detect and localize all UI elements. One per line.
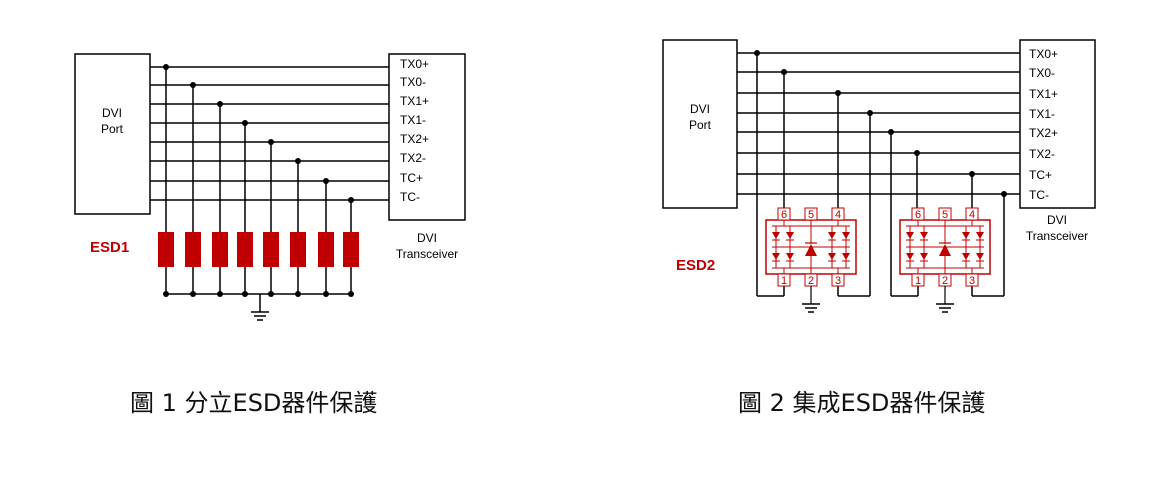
chip-pin-number: 2 <box>942 275 948 287</box>
signal-label-2: TX1- <box>1029 107 1055 121</box>
signal-label-2: TC+ <box>1029 168 1052 182</box>
chip-pin-number: 6 <box>915 209 921 221</box>
dvi-transceiver-box <box>388 53 466 221</box>
signal-label: TX0- <box>400 75 426 89</box>
signal-label-2: TX2+ <box>1029 126 1058 140</box>
signal-label-2: TX0- <box>1029 66 1055 80</box>
diode-triangle <box>842 253 850 260</box>
esd-diode <box>237 232 253 267</box>
diode-triangle <box>976 253 984 260</box>
diode-triangle <box>842 232 850 239</box>
dvi-port-box <box>74 53 151 215</box>
figure-2-caption: 圖 2 集成ESD器件保護 <box>738 389 986 417</box>
dvi-port-2-label-line1: DVI <box>690 102 710 116</box>
esd-diode <box>212 232 228 267</box>
signal-label: TX2- <box>400 151 426 165</box>
diode-triangle <box>906 253 914 260</box>
signal-label: TX1+ <box>400 94 429 108</box>
ground-symbol <box>251 311 269 321</box>
transceiver-2-label-line1: DVI <box>1047 213 1067 227</box>
transceiver-2-label-line2: Transceiver <box>1026 229 1088 243</box>
esd-diode <box>290 232 306 267</box>
zener-diode <box>805 244 817 256</box>
dvi-port-label-line2: Port <box>101 122 124 136</box>
diode-triangle <box>962 232 970 239</box>
diode-triangle <box>772 253 780 260</box>
dvi-transceiver-box-2 <box>1019 39 1096 209</box>
diode-triangle <box>786 232 794 239</box>
chip-pin-number: 5 <box>808 209 814 221</box>
diode-triangle <box>828 232 836 239</box>
chip-pin-number: 5 <box>942 209 948 221</box>
transceiver-label-line2: Transceiver <box>396 247 458 261</box>
transceiver-label-line1: DVI <box>417 231 437 245</box>
chip-pin-number: 4 <box>835 209 841 221</box>
signal-label: TC- <box>400 190 420 204</box>
figure-1-schematic: DVI Port TX0+TX0-TX1+TX1-TX2+TX2-TC+TC- … <box>74 53 466 321</box>
figure-2-schematic: DVI Port TX0+TX0-TX1+TX1-TX2+TX2-TC+TC- … <box>662 39 1096 313</box>
ground-symbol <box>802 303 820 313</box>
figure-1-caption: 圖 1 分立ESD器件保護 <box>130 389 378 417</box>
diode-triangle <box>962 253 970 260</box>
signal-label: TX0+ <box>400 57 429 71</box>
diode-triangle <box>786 253 794 260</box>
ground-symbol <box>936 303 954 313</box>
diode-triangle <box>828 253 836 260</box>
signal-label: TX2+ <box>400 132 429 146</box>
esd1-label: ESD1 <box>90 239 129 256</box>
signal-label-2: TX1+ <box>1029 87 1058 101</box>
signal-label-2: TX0+ <box>1029 47 1058 61</box>
esd-diode <box>318 232 334 267</box>
esd-diode <box>185 232 201 267</box>
chip-pin-number: 2 <box>808 275 814 287</box>
diode-triangle <box>772 232 780 239</box>
chip-pin-number: 6 <box>781 209 787 221</box>
dvi-port-2-label-line2: Port <box>689 118 712 132</box>
dvi-port-label-line1: DVI <box>102 106 122 120</box>
diode-triangle <box>920 232 928 239</box>
esd-diode <box>158 232 174 267</box>
signal-label-2: TC- <box>1029 188 1049 202</box>
signal-label: TC+ <box>400 171 423 185</box>
chip-pin-number: 1 <box>915 275 921 287</box>
chip-pin-number: 1 <box>781 275 787 287</box>
esd-diode <box>263 232 279 267</box>
chip-pin-number: 4 <box>969 209 975 221</box>
esd-diode <box>343 232 359 267</box>
chip-pin-number: 3 <box>969 275 975 287</box>
esd-array-chip-2: 6 5 4 1 2 3 <box>899 207 991 313</box>
esd2-label: ESD2 <box>676 257 715 274</box>
esd-array-chip-1: 6 5 4 1 2 3 <box>765 207 857 313</box>
signal-label: TX1- <box>400 113 426 127</box>
dvi-port-box-2 <box>662 39 738 209</box>
signal-label-2: TX2- <box>1029 147 1055 161</box>
diode-triangle <box>920 253 928 260</box>
diode-triangle <box>976 232 984 239</box>
diode-triangle <box>906 232 914 239</box>
chip-pin-number: 3 <box>835 275 841 287</box>
zener-diode <box>939 244 951 256</box>
